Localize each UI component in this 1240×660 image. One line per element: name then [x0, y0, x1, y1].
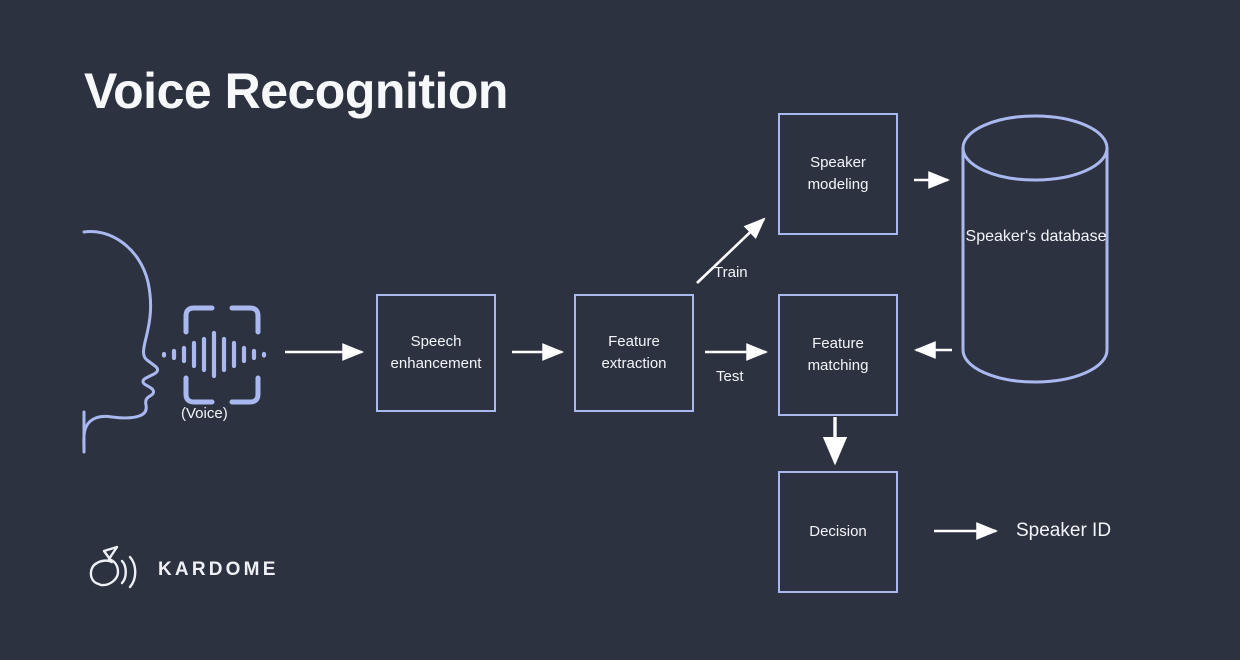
- node-feature-matching-line1: Feature: [812, 334, 864, 352]
- output-speaker-id: Speaker ID: [1016, 520, 1112, 541]
- kardome-logo: KARDOME: [88, 548, 279, 592]
- edge-label-test: Test: [716, 368, 744, 385]
- db-label-line1: Speaker's: [965, 228, 1037, 245]
- node-feature-extraction-line1: Feature: [608, 332, 660, 350]
- node-speaker-modeling[interactable]: Speaker modeling: [778, 113, 898, 235]
- node-speaker-modeling-line1: Speaker: [810, 153, 866, 171]
- face-profile-icon: [82, 230, 159, 454]
- node-decision-label: Decision: [809, 522, 867, 540]
- voice-caption: (Voice): [181, 405, 228, 422]
- node-speaker-modeling-line2: modeling: [807, 176, 869, 193]
- node-decision[interactable]: Decision: [778, 471, 898, 593]
- page-title: Voice Recognition: [84, 63, 508, 119]
- edge-label-train: Train: [714, 264, 748, 281]
- node-feature-extraction-line2: extraction: [601, 355, 667, 372]
- node-speech-enhancement-line2: enhancement: [390, 355, 482, 372]
- node-speakers-database-label: Speaker's database: [962, 225, 1110, 249]
- voice-waveform-icon: [161, 305, 267, 405]
- speakers-database-cylinder: [961, 114, 1109, 384]
- node-speech-enhancement[interactable]: Speech enhancement: [376, 294, 496, 412]
- kardome-logo-mark-slot: [88, 548, 144, 592]
- kardome-wordmark: KARDOME: [158, 559, 279, 580]
- node-feature-matching[interactable]: Feature matching: [778, 294, 898, 416]
- node-feature-matching-line2: matching: [807, 357, 869, 374]
- node-speech-enhancement-line1: Speech: [410, 332, 462, 350]
- db-label-line2: database: [1040, 228, 1107, 245]
- node-feature-extraction[interactable]: Feature extraction: [574, 294, 694, 412]
